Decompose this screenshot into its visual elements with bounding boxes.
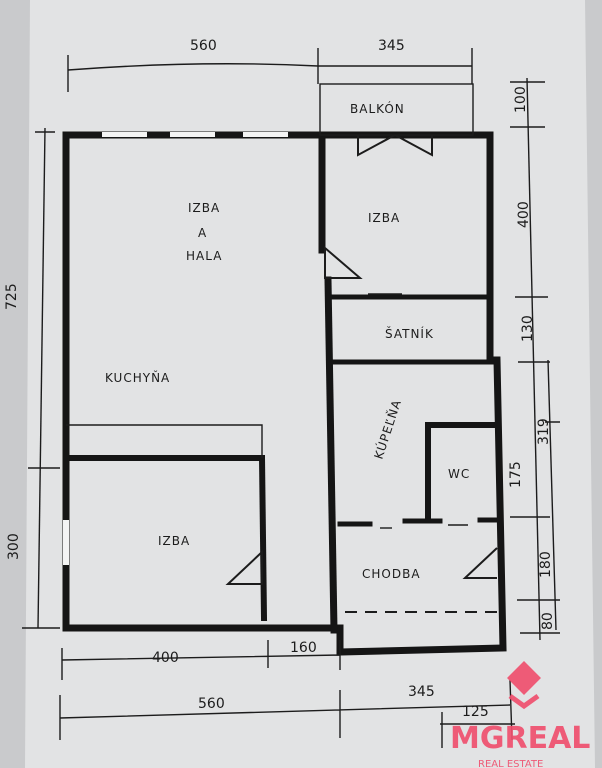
windows xyxy=(63,132,288,565)
dimension-lines xyxy=(22,48,560,748)
label-bedroom-right: IZBA xyxy=(368,211,400,225)
dim-bottom-left-total: 560 xyxy=(198,696,225,712)
logo-tagline: REAL ESTATE xyxy=(478,759,543,768)
dim-left-lower: 300 xyxy=(6,533,22,560)
label-wc: WC xyxy=(448,467,470,481)
dim-right-balcony: 100 xyxy=(513,86,529,113)
walls xyxy=(62,131,507,656)
label-bedroom-left: IZBA xyxy=(158,534,190,548)
label-kitchen: KUCHYŇA xyxy=(105,370,170,385)
dim-bottom-small: 125 xyxy=(462,704,489,720)
dim-right-wardrobe: 130 xyxy=(520,315,536,342)
logo-brand: MGREAL xyxy=(450,721,590,756)
dim-top-left: 560 xyxy=(190,38,217,54)
dim-right-bottom: 80 xyxy=(540,612,556,630)
dimension-labels: 560 345 100 400 130 175 319 180 80 725 3… xyxy=(4,38,556,720)
logo-diamond-icon xyxy=(507,661,541,695)
paper-sheet xyxy=(25,0,595,768)
dim-right-bath-total: 319 xyxy=(536,418,552,445)
door-icons xyxy=(225,245,498,585)
label-wardrobe: ŠATNÍK xyxy=(385,326,434,341)
dim-bottom-room: 400 xyxy=(152,650,179,666)
label-living-1: IZBA xyxy=(188,201,220,215)
kitchen-counter xyxy=(66,424,263,458)
mgreal-logo: MGREAL REAL ESTATE xyxy=(450,661,590,768)
dim-bottom-gap: 160 xyxy=(290,640,317,656)
dim-left-upper: 725 xyxy=(4,283,20,310)
balcony-door-icon xyxy=(357,133,433,157)
label-corridor: CHODBA xyxy=(362,567,421,581)
dim-bottom-right-total: 345 xyxy=(408,684,435,700)
dim-top-right: 345 xyxy=(378,38,405,54)
label-balcony: BALKÓN xyxy=(350,101,405,116)
dim-right-wc: 175 xyxy=(508,461,524,488)
label-living-3: HALA xyxy=(186,249,222,263)
label-living-2: A xyxy=(198,226,207,240)
dim-right-bedroom: 400 xyxy=(516,201,532,228)
dim-right-corridor: 180 xyxy=(538,551,554,578)
